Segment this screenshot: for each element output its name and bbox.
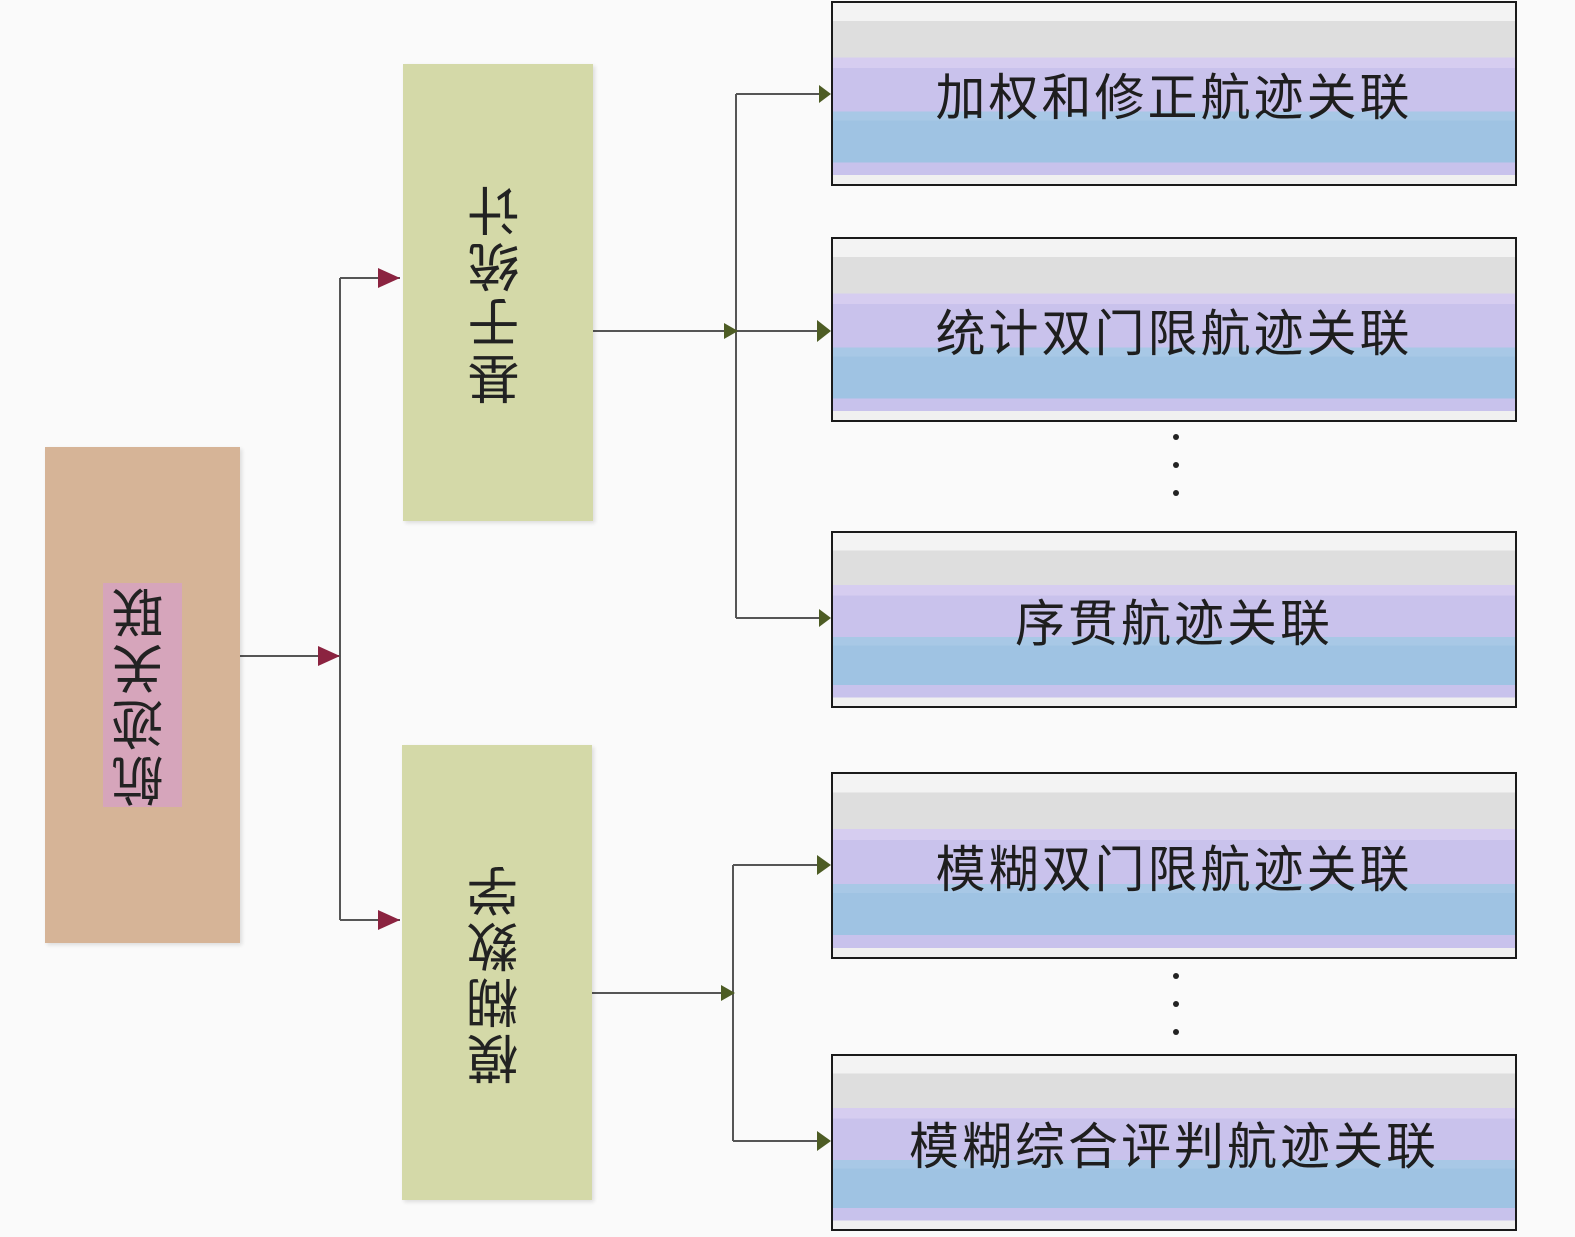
category-fuzzy-math-label: 模糊数学 — [467, 860, 528, 1085]
arrow-stat-mid — [724, 323, 738, 339]
root-label: 航迹关联 — [103, 583, 182, 807]
category-statistics-node: 基于统计 — [403, 64, 593, 521]
ellipsis-dot — [1173, 973, 1179, 979]
leaf-statistical-double-threshold: 统计双门限航迹关联 — [831, 237, 1517, 422]
vertical-ellipsis — [1166, 973, 1186, 1035]
leaf-label: 统计双门限航迹关联 — [935, 304, 1413, 363]
arrow-to-leaf-4 — [817, 1131, 831, 1151]
arrow-root-mid — [318, 646, 340, 666]
leaf-fuzzy-comprehensive-evaluation: 模糊综合评判航迹关联 — [831, 1054, 1517, 1231]
fuzzy-arrowheads — [721, 855, 831, 1151]
arrow-to-leaf-0 — [819, 85, 831, 103]
arrow-to-stat — [378, 268, 400, 288]
leaf-label: 模糊综合评判航迹关联 — [909, 1117, 1439, 1176]
ellipsis-dot — [1173, 462, 1179, 468]
vertical-ellipsis — [1166, 434, 1186, 496]
ellipsis-dot — [1173, 1029, 1179, 1035]
root-connectors — [240, 277, 400, 921]
root-node: 航迹关联 — [45, 447, 240, 943]
ellipsis-dot — [1173, 1001, 1179, 1007]
ellipsis-dot — [1173, 434, 1179, 440]
leaf-sequential-association: 序贯航迹关联 — [831, 531, 1517, 708]
leaf-fuzzy-double-threshold: 模糊双门限航迹关联 — [831, 772, 1517, 959]
leaf-weighted-corrected-association: 加权和修正航迹关联 — [831, 1, 1517, 186]
ellipsis-dot — [1173, 490, 1179, 496]
leaf-label: 序贯航迹关联 — [1015, 594, 1333, 653]
arrow-to-fuzzy — [378, 910, 400, 930]
arrow-to-leaf-1 — [817, 320, 831, 342]
arrow-to-leaf-3 — [817, 855, 831, 875]
stat-arrowheads — [724, 85, 831, 627]
arrow-fuzzy-mid — [721, 985, 735, 1001]
root-arrowheads — [318, 268, 400, 930]
leaf-label: 加权和修正航迹关联 — [935, 68, 1413, 127]
category-statistics-label: 基于统计 — [468, 180, 529, 405]
category-fuzzy-math-node: 模糊数学 — [402, 745, 592, 1200]
leaf-label: 模糊双门限航迹关联 — [935, 840, 1413, 899]
fuzzy-connectors — [592, 864, 829, 1142]
arrow-to-leaf-2 — [819, 609, 831, 627]
stat-connectors — [593, 93, 829, 619]
